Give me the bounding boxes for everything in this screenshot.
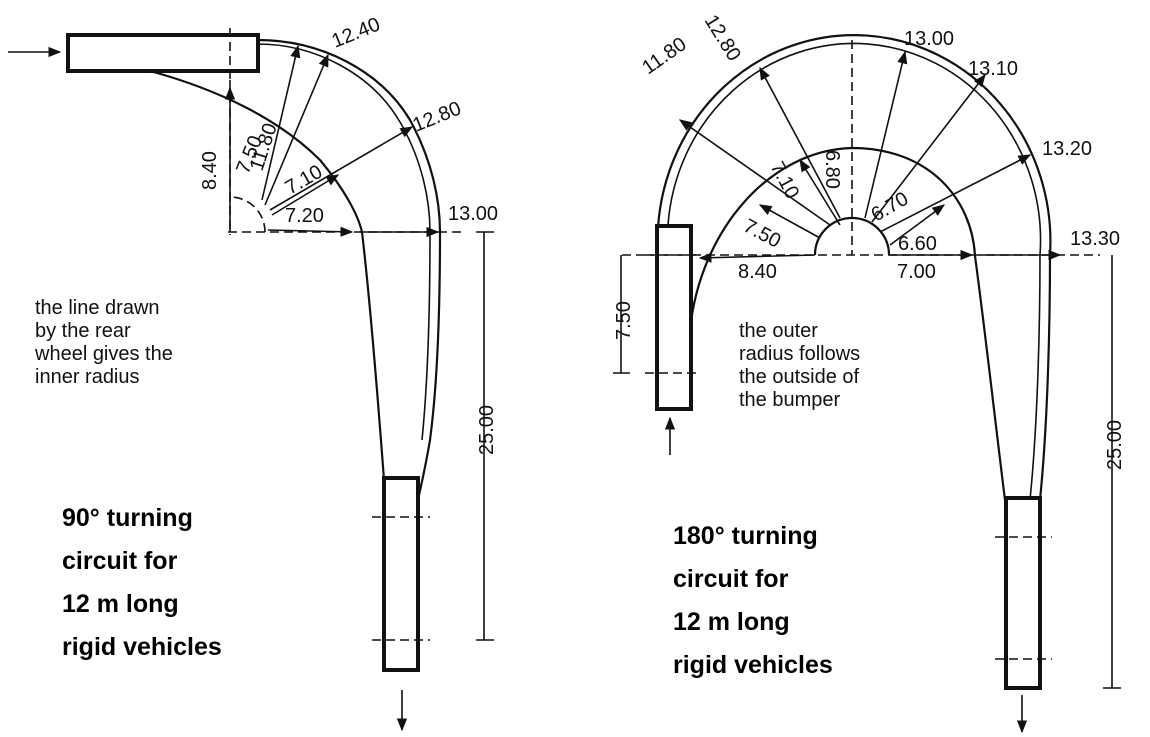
radius-13-20-right <box>879 154 1032 233</box>
dim-6-80-right: 6.80 <box>821 150 843 189</box>
dim-7-50-right: 7.50 <box>740 215 785 253</box>
outer-path-inner-edge-right <box>667 42 1042 501</box>
dim-13-30-right: 13.30 <box>1070 228 1120 250</box>
dim-13-10-right: 13.10 <box>968 58 1018 80</box>
radius-7-10-right <box>799 158 841 226</box>
outer-path-inner-edge-left <box>257 43 431 441</box>
radius-12-80-right <box>759 66 841 219</box>
radius-7-10-line <box>271 174 340 216</box>
center-arc <box>229 196 266 233</box>
radius-7-20-line <box>267 226 354 237</box>
dim-12-80-right: 12.80 <box>700 11 745 65</box>
center-semicircle <box>813 216 891 256</box>
right-caption: 180° turning circuit for 12 m long rigid… <box>673 522 833 679</box>
dim-13-00-left: 13.00 <box>448 203 498 225</box>
dim-25-00-right: 25.00 <box>1104 420 1126 470</box>
dim-12-40: 12.40 <box>329 13 384 52</box>
dim-25-00-left: 25.00 <box>476 405 498 455</box>
outer-path-left <box>257 38 442 501</box>
vehicle-top-left <box>66 33 260 73</box>
radius-13-10-right <box>871 73 986 223</box>
vehicle-right-right-diagram <box>1004 496 1042 690</box>
dim-7-20-left: 7.20 <box>285 205 324 227</box>
dim-6-70-right: 6.70 <box>868 188 913 227</box>
left-note: the line drawn by the rear wheel gives t… <box>35 297 173 388</box>
dim-7-50-side: 7.50 <box>613 301 635 340</box>
dim-8-40-left: 8.40 <box>199 151 221 190</box>
radius-6-70-right <box>889 204 946 246</box>
radius-11-80-right <box>678 119 831 226</box>
radius-7-50-right <box>758 204 821 239</box>
dim-7-00-right: 7.00 <box>897 261 936 283</box>
radius-13-00-right <box>864 50 908 219</box>
dim-13-00-right: 13.00 <box>904 28 954 50</box>
radius-12-80-line <box>269 126 414 211</box>
radius-12-40-line <box>261 44 301 201</box>
dim-7-10-right: 7.10 <box>766 158 804 203</box>
dim-13-20-right: 13.20 <box>1042 138 1092 160</box>
dim-11-80-right: 11.80 <box>638 33 690 79</box>
dim-6-60-right: 6.60 <box>898 233 937 255</box>
vehicle-bottom-left <box>382 476 420 672</box>
outer-path-right <box>656 33 1052 501</box>
dim-12-80-left: 12.80 <box>410 97 465 136</box>
radius-11-80-line <box>264 53 329 206</box>
right-note: the outer radius follows the outside of … <box>739 320 861 411</box>
inner-path-right <box>688 146 1007 501</box>
radius-8-40-right <box>698 252 816 263</box>
inner-path-left <box>149 69 386 481</box>
dim-8-40-right: 8.40 <box>738 261 777 283</box>
vehicle-left-right-diagram <box>655 224 693 411</box>
left-caption: 90° turning circuit for 12 m long rigid … <box>62 504 222 661</box>
dim-7-10-left: 7.10 <box>282 161 327 200</box>
